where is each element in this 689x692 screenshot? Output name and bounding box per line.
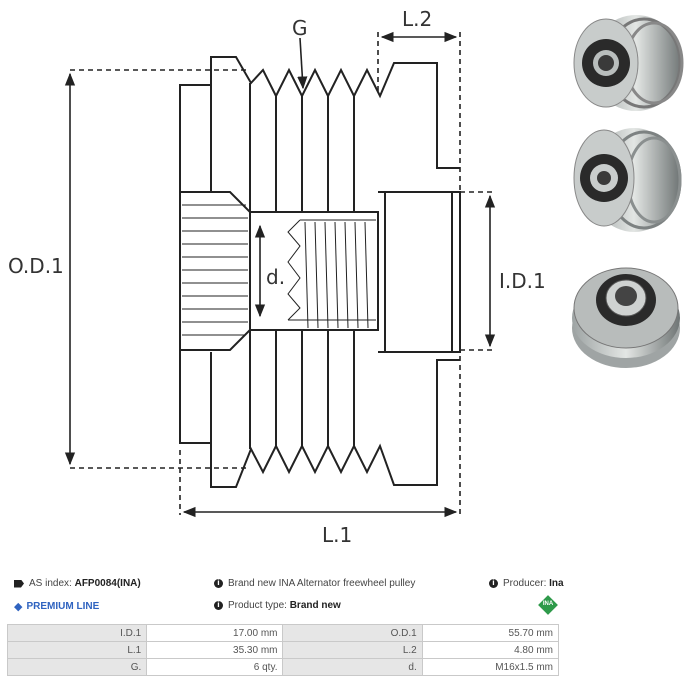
premium-line: ◆ PREMIUM LINE xyxy=(14,600,99,613)
description-text: Brand new INA Alternator freewheel pulle… xyxy=(228,578,416,589)
bore-thread xyxy=(287,219,376,329)
pulley-photo-front xyxy=(573,15,684,111)
spec-key: L.2 xyxy=(282,641,423,659)
spec-value: 6 qty. xyxy=(146,658,284,676)
spec-value: 17.00 mm xyxy=(146,624,284,642)
info-icon: i xyxy=(214,601,223,610)
label-g: G xyxy=(292,16,308,40)
spec-value: M16x1.5 mm xyxy=(421,658,560,676)
diamond-icon: ◆ xyxy=(14,601,23,613)
producer-label: Producer: xyxy=(503,578,547,589)
specs-table: I.D.1 17.00 mm O.D.1 55.70 mm L.1 35.30 … xyxy=(6,624,560,676)
pulley-photo-back xyxy=(572,267,680,368)
as-index-value: AFP0084(INA) xyxy=(74,578,141,589)
spec-key: L.1 xyxy=(6,641,148,659)
spec-value: 35.30 mm xyxy=(146,641,284,659)
hub-splines xyxy=(182,204,248,336)
product-type-value: Brand new xyxy=(289,600,341,611)
premium-line-label: PREMIUM LINE xyxy=(26,601,100,612)
dimension-lines xyxy=(64,31,496,518)
producer-value: Ina xyxy=(549,578,564,589)
info-icon: i xyxy=(214,579,223,588)
spec-key: d. xyxy=(282,658,423,676)
spec-key: O.D.1 xyxy=(282,624,423,642)
ina-logo-text: INA xyxy=(542,601,554,607)
label-d: d. xyxy=(266,265,285,289)
pulley-outline xyxy=(179,56,461,488)
technical-drawing: G L.2 O.D.1 d. I.D.1 L.1 xyxy=(8,7,546,547)
table-row: G. 6 qty. d. M16x1.5 mm xyxy=(6,658,560,676)
label-l1: L.1 xyxy=(322,523,352,547)
product-type: i Product type: Brand new xyxy=(214,600,341,611)
product-type-label: Product type: xyxy=(228,600,287,611)
table-row: I.D.1 17.00 mm O.D.1 55.70 mm xyxy=(6,624,560,642)
label-l2: L.2 xyxy=(402,7,432,31)
label-id1: I.D.1 xyxy=(499,269,546,293)
as-index-label: AS index: xyxy=(29,578,72,589)
table-row: L.1 35.30 mm L.2 4.80 mm xyxy=(6,641,560,659)
producer: i Producer: Ina xyxy=(489,578,564,589)
spec-key: G. xyxy=(6,658,148,676)
spec-key: I.D.1 xyxy=(6,624,148,642)
pulley-photo-angled xyxy=(573,128,682,232)
ina-logo: INA xyxy=(538,595,558,615)
description: i Brand new INA Alternator freewheel pul… xyxy=(214,578,415,589)
label-od1: O.D.1 xyxy=(8,254,64,278)
as-index: AS index: AFP0084(INA) xyxy=(14,578,141,589)
tag-icon xyxy=(14,579,24,588)
info-icon: i xyxy=(489,579,498,588)
spec-value: 4.80 mm xyxy=(421,641,560,659)
spec-value: 55.70 mm xyxy=(421,624,560,642)
